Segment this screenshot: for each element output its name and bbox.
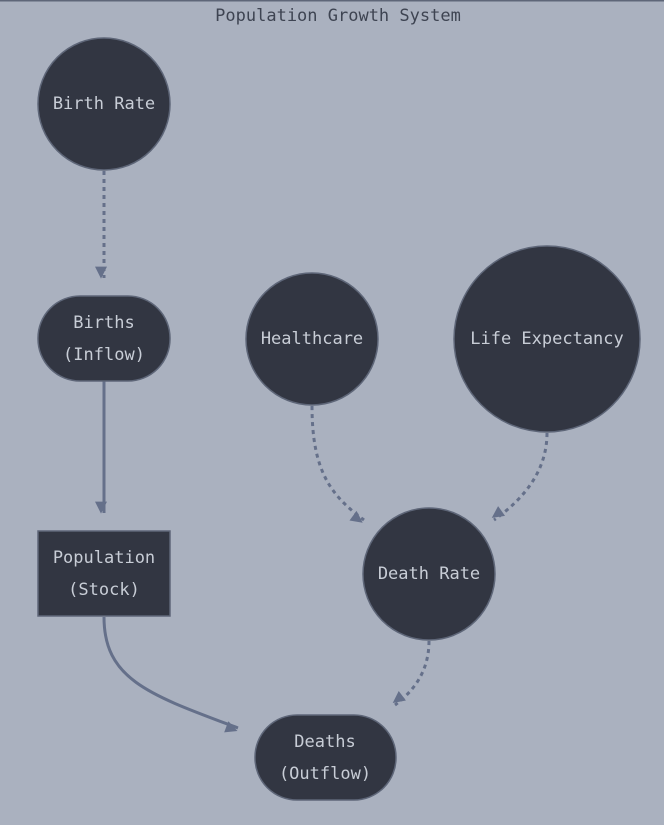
node-population[interactable]: Population (Stock)	[37, 530, 171, 617]
edge-deathrate-deaths	[392, 640, 431, 707]
node-healthcare[interactable]: Healthcare	[245, 272, 379, 406]
node-birth-rate[interactable]: Birth Rate	[37, 37, 171, 171]
node-life-expectancy[interactable]: Life Expectancy	[453, 245, 641, 433]
diagram-title: Population Growth System	[215, 6, 461, 26]
node-births[interactable]: Births (Inflow)	[37, 295, 171, 382]
edge-population-deaths	[102, 616, 239, 733]
node-label: Births	[73, 313, 134, 333]
node-death-rate[interactable]: Death Rate	[362, 507, 496, 641]
node-label: Healthcare	[261, 329, 363, 349]
node-label: Life Expectancy	[470, 329, 624, 349]
edge-healthcare-deathrate	[310, 405, 365, 523]
node-label: Birth Rate	[53, 94, 155, 114]
edge-lifeexpectancy-deathrate	[491, 432, 549, 522]
node-label: (Outflow)	[279, 764, 371, 784]
node-label: (Inflow)	[63, 345, 145, 365]
node-deaths[interactable]: Deaths (Outflow)	[254, 714, 397, 801]
node-label: Death Rate	[378, 564, 480, 584]
node-label: Population	[53, 548, 155, 568]
node-label: Deaths	[294, 732, 355, 752]
node-label: (Stock)	[68, 580, 140, 600]
